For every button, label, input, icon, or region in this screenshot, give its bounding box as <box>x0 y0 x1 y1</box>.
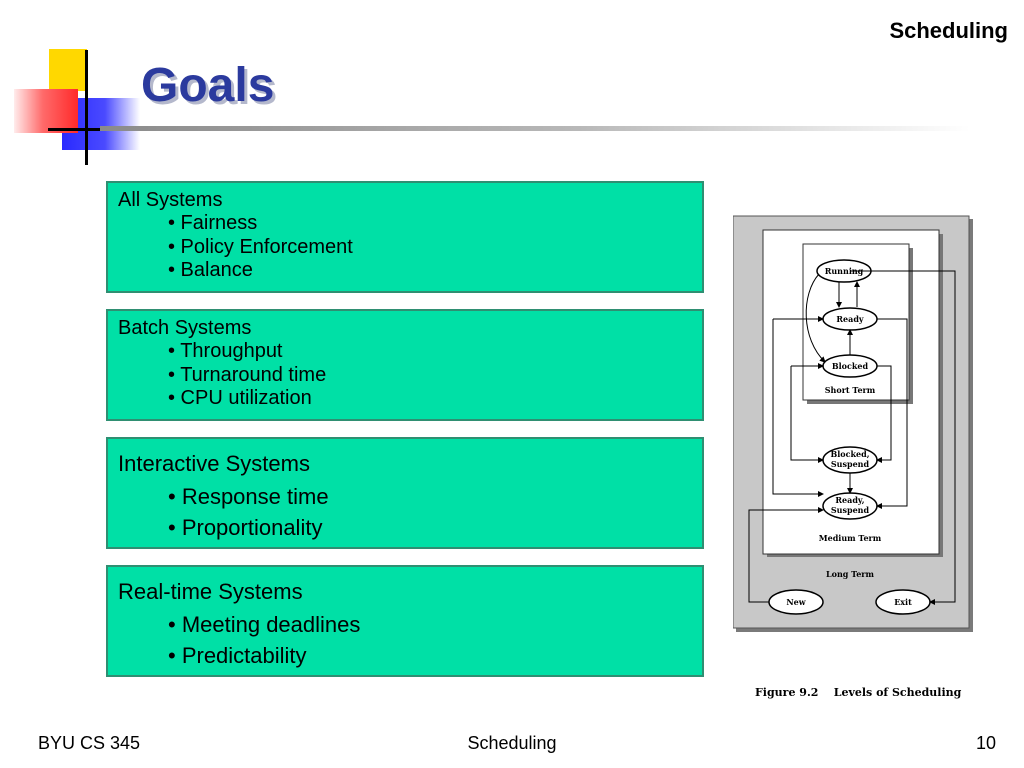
yellow-square-decoration <box>49 49 87 91</box>
header-title: Scheduling <box>889 18 1008 43</box>
goal-box-heading: All Systems <box>118 189 223 211</box>
goal-box-interactive-systems: Interactive Systems • Response time • Pr… <box>106 437 704 549</box>
title-decoration <box>0 0 160 170</box>
title-underline <box>100 126 970 131</box>
figure-caption: Figure 9.2 Levels of Scheduling <box>755 686 962 699</box>
goal-box-real-time-systems: Real-time Systems • Meeting deadlines • … <box>106 565 704 677</box>
arrow-running-exit <box>850 270 956 605</box>
arrow-new-ready-suspend <box>748 507 824 603</box>
label-short-term: Short Term <box>825 385 876 395</box>
label-ready-suspend-1: Ready, <box>835 495 864 505</box>
goal-item: • Throughput <box>168 340 283 362</box>
goal-item: • Proportionality <box>168 515 323 540</box>
label-medium-term: Medium Term <box>819 533 882 543</box>
vertical-line-decoration <box>85 50 88 165</box>
red-square-decoration <box>14 89 78 133</box>
goal-list: • Response time • Proportionality <box>168 481 329 543</box>
goal-box-batch-systems: Batch Systems • Throughput • Turnaround … <box>106 309 704 421</box>
goal-item: • Balance <box>168 259 253 281</box>
label-new: New <box>786 597 806 607</box>
goal-box-heading: Batch Systems <box>118 317 252 339</box>
arrow-ready-to-ready-suspend <box>876 318 908 509</box>
slide-title: Goals <box>141 59 275 112</box>
label-blocked-suspend-2: Suspend <box>831 459 870 469</box>
label-exit: Exit <box>894 597 912 607</box>
label-running: Running <box>825 266 864 276</box>
goal-list: • Meeting deadlines • Predictability <box>168 609 360 671</box>
label-ready: Ready <box>836 314 864 324</box>
levels-of-scheduling-figure: Running Ready Blocked Blocked, Suspend R… <box>733 215 973 699</box>
label-ready-suspend-2: Suspend <box>831 505 870 515</box>
arrow-ready-suspend-left <box>772 319 824 497</box>
goal-item: • Turnaround time <box>168 363 327 386</box>
goal-box-heading: Real-time Systems <box>118 579 303 604</box>
goal-item: • Meeting deadlines <box>168 612 361 637</box>
goal-list: • Fairness • Policy Enforcement • Balanc… <box>168 212 353 283</box>
goal-item: • CPU utilization <box>168 387 312 409</box>
arrow-blocked-to-blocked-suspend <box>876 365 892 463</box>
goal-box-all-systems: All Systems • Fairness • Policy Enforcem… <box>106 181 704 293</box>
label-blocked-suspend-1: Blocked, <box>830 449 869 459</box>
goal-item: • Policy Enforcement <box>168 235 353 258</box>
arrow-running-blocked <box>805 273 826 363</box>
footer-course: BYU CS 345 <box>38 733 141 753</box>
arrow-to-blocked-suspend <box>790 366 824 463</box>
footer-page-number: 10 <box>975 733 996 753</box>
goal-item: • Predictability <box>168 643 307 668</box>
label-long-term: Long Term <box>826 569 874 579</box>
goal-item: • Fairness <box>168 212 258 234</box>
goal-list: • Throughput • Turnaround time • CPU uti… <box>168 340 326 411</box>
goal-item: • Response time <box>168 484 329 509</box>
goal-box-heading: Interactive Systems <box>118 451 310 476</box>
label-blocked: Blocked <box>832 361 869 371</box>
footer-title: Scheduling <box>467 733 557 753</box>
